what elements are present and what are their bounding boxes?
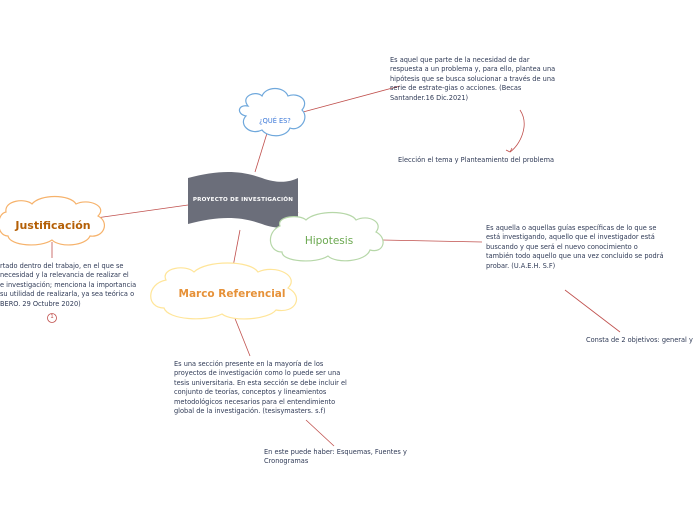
justificacion-line-5: BERO. 29 Octubre 2020) — [0, 299, 81, 308]
node-justificacion-cloud[interactable] — [0, 195, 106, 246]
que-es-description: Es aquel que parte de la necesidad de da… — [390, 56, 556, 102]
connector-queEs-sub — [509, 109, 525, 153]
marco-description: Es una sección presente en la mayoría de… — [174, 360, 347, 416]
connector-queEs-text — [302, 85, 401, 113]
node-marco-label: Marco Referencial — [178, 288, 286, 300]
justificacion-description: rtado dentro del trabajo, en el que se n… — [0, 262, 150, 309]
node-que-es-label: ¿QUÉ ES? — [259, 117, 291, 125]
central-topic-label: PROYECTO DE INVESTIGACIÓN — [192, 197, 294, 203]
justificacion-line-3: e investigación; menciona la importancia — [0, 280, 137, 289]
note-badge-circle[interactable] — [47, 313, 57, 323]
connector-central-queEs — [254, 129, 269, 173]
hipotesis-description: Es aquella o aquellas guías específicas … — [486, 224, 664, 270]
justificacion-line-2: necesidad y la relevancia de realizar el — [0, 271, 129, 280]
connector-marco-sub — [305, 419, 335, 447]
central-topic-shape[interactable] — [188, 172, 298, 228]
marco-subtopic: En este puede haber: Esquemas, Fuentes y… — [264, 448, 407, 466]
node-hipotesis-cloud[interactable] — [269, 211, 384, 262]
arrowhead-queEs-sub — [505, 147, 513, 153]
justificacion-line-1: rtado dentro del trabajo, en el que se — [0, 262, 124, 270]
connector-central-justificacion — [95, 204, 189, 219]
node-justificacion-label: Justificación — [15, 219, 91, 232]
que-es-subtopic: Elección el tema y Planteamiento del pro… — [398, 156, 555, 164]
justificacion-line-4: su utilidad de realizarla, ya sea teóric… — [0, 290, 135, 299]
node-que-es-cloud[interactable] — [238, 87, 306, 137]
connector-marco-text — [233, 315, 251, 357]
connector-hipotesis-sub — [564, 289, 621, 333]
note-badge-label: 1 — [50, 314, 54, 320]
hipotesis-subtopic: Consta de 2 objetivos: general y — [586, 336, 693, 344]
node-hipotesis-label: Hipotesis — [304, 235, 354, 247]
connector-hipotesis-text — [381, 239, 483, 243]
node-marco-cloud[interactable] — [150, 262, 298, 320]
